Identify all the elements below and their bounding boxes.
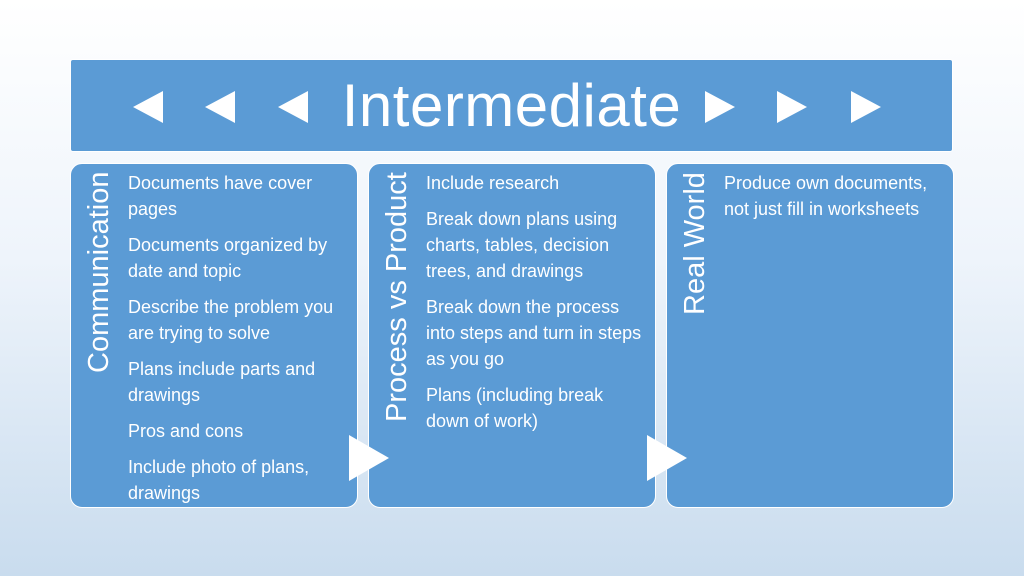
panel-heading: Communication <box>83 172 115 374</box>
triangle-left-icon <box>205 91 235 123</box>
triangle-left-icon <box>133 91 163 123</box>
triangle-right-icon <box>851 91 881 123</box>
triangle-right-icon <box>777 91 807 123</box>
list-item: Break down plans using charts, tables, d… <box>426 209 618 281</box>
title-banner: Intermediate <box>70 59 953 152</box>
bullet-list: Documents have cover pages Documents org… <box>128 170 347 516</box>
diagram-title: Intermediate <box>341 72 682 139</box>
panel-heading-box: Communication <box>71 172 127 502</box>
list-item: Include photo of plans, drawings <box>128 457 310 503</box>
bullet-list: Produce own documents, not just fill in … <box>724 170 943 232</box>
list-item: Produce own documents, not just fill in … <box>724 173 928 219</box>
panel-communication: Communication Documents have cover pages… <box>70 163 358 508</box>
triangle-right-icon <box>349 435 389 481</box>
triangle-right-icon <box>647 435 687 481</box>
list-item: Pros and cons <box>128 421 244 441</box>
list-item: Plans (including break down of work) <box>426 385 604 431</box>
list-item: Plans include parts and drawings <box>128 359 316 405</box>
list-item: Include research <box>426 173 560 193</box>
list-item: Break down the process into steps and tu… <box>426 297 642 369</box>
triangle-left-icon <box>278 91 308 123</box>
bullet-list: Include research Break down plans using … <box>426 170 645 444</box>
list-item: Describe the problem you are trying to s… <box>128 297 334 343</box>
panel-process-vs-product: Process vs Product Include research Brea… <box>368 163 656 508</box>
list-item: Documents organized by date and topic <box>128 235 328 281</box>
panel-real-world: Real World Produce own documents, not ju… <box>666 163 954 508</box>
list-item: Documents have cover pages <box>128 173 313 219</box>
panel-heading: Process vs Product <box>381 172 413 422</box>
panel-heading: Real World <box>679 172 711 315</box>
triangle-right-icon <box>705 91 735 123</box>
